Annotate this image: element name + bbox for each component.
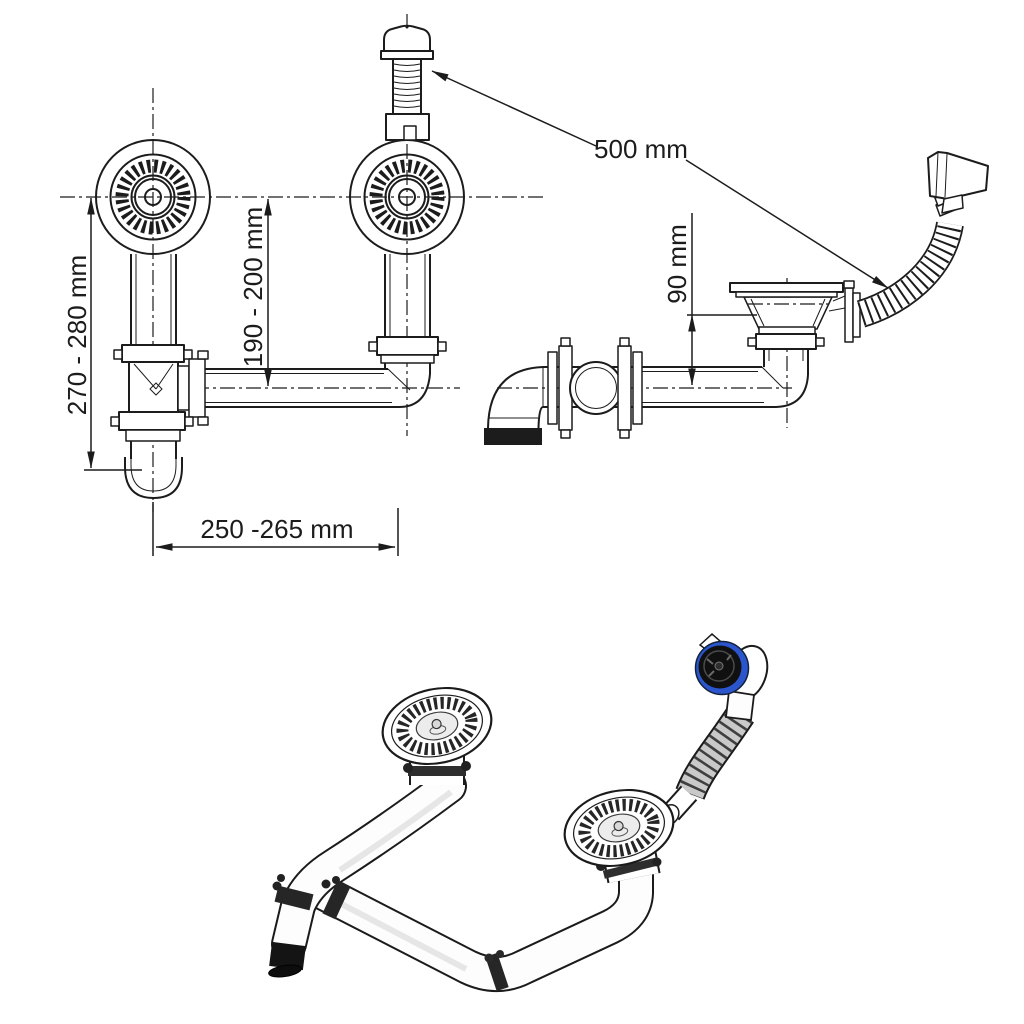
- side-view-drawing: 90 mm: [484, 151, 989, 445]
- strainer-side-view: [729, 280, 861, 408]
- pipe-clamps-3d: [272, 874, 509, 992]
- head-neck: [725, 689, 755, 722]
- strainer-3d-right: [558, 780, 681, 884]
- overflow-screw: [380, 24, 434, 141]
- render-3d-view: [268, 632, 769, 992]
- dimension-bottom-width: 250 -265 mm: [152, 502, 399, 556]
- right-drop-pipe-elbow: [368, 254, 447, 408]
- dimension-label-total-height: 270 - 280 mm: [62, 255, 92, 415]
- connecting-pipe: [205, 368, 399, 408]
- tee-and-trap-outlet: [110, 344, 209, 499]
- overflow-hose-3d: [675, 705, 754, 800]
- dimension-hose-length: 500 mm: [431, 70, 889, 289]
- dimension-pipe-height: 190 - 200 mm: [238, 198, 272, 387]
- dimension-outlet-height: 90 mm: [662, 213, 757, 386]
- overflow-hose: [856, 220, 964, 328]
- side-outlet-elbow: [484, 366, 544, 445]
- waste-outlet-3d: [268, 941, 306, 978]
- dimension-label-outlet-height: 90 mm: [662, 224, 692, 303]
- dimension-label-pipe-height: 190 - 200 mm: [238, 207, 268, 367]
- dimension-label-hose-length: 500 mm: [594, 134, 688, 164]
- overflow-head: [927, 151, 989, 217]
- dimension-label-bottom-width: 250 -265 mm: [200, 514, 353, 544]
- siphon-body: [547, 337, 643, 439]
- overflow-head-3d: [694, 632, 769, 722]
- strainer-3d-left: [376, 678, 499, 785]
- left-drop-pipe: [130, 254, 177, 345]
- front-view-drawing: 270 - 280 mm 190 - 200 mm 250 -265 mm 50…: [60, 14, 889, 556]
- dimension-total-height: 270 - 280 mm: [62, 197, 142, 471]
